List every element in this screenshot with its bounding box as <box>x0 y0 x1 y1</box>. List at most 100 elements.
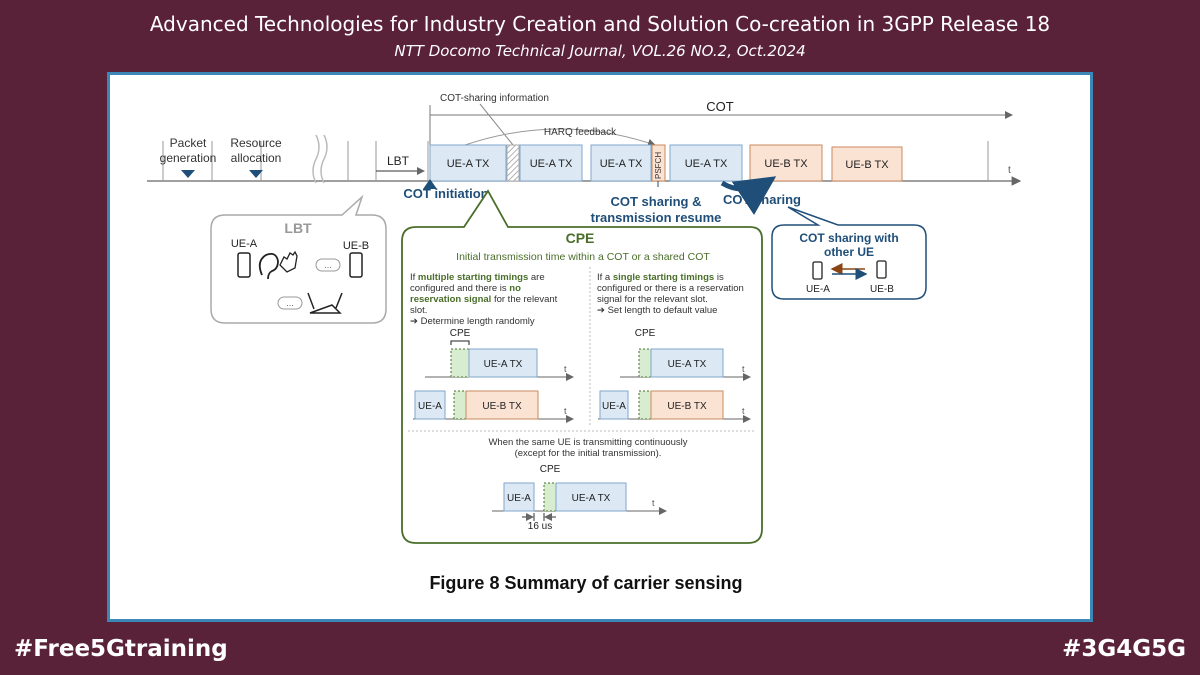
cpe-label-left: CPE <box>450 328 471 339</box>
cot-other-ue-b: UE-B <box>870 284 894 295</box>
cot-initiation-label: COT initiation <box>403 186 488 201</box>
svg-text:t: t <box>564 364 567 374</box>
packet-generation-marker <box>181 170 195 178</box>
svg-text:If multiple starting timings a: If multiple starting timings are <box>410 272 545 283</box>
ue-a-tx-block-2 <box>519 144 583 182</box>
lbt-ue-a-label: UE-A <box>231 238 258 250</box>
cpe-block-right-2 <box>638 390 652 420</box>
cpe-box: CPE Initial transmission time within a C… <box>401 189 763 544</box>
svg-text:CPE: CPE <box>540 464 561 475</box>
svg-text:t: t <box>652 498 655 508</box>
gap-label: 16 us <box>528 521 552 532</box>
ue-a-tx-label-2: UE-A TX <box>530 158 573 170</box>
svg-text:reservation signal for the rel: reservation signal for the relevant <box>410 294 558 305</box>
resource-allocation-label-1: Resource <box>230 136 282 150</box>
cot-sharing-label: COT sharing <box>723 192 801 207</box>
cot-other-title-1: COT sharing with <box>799 231 898 245</box>
break-mark-2 <box>320 134 328 184</box>
ue-a-tx-block-3 <box>590 144 652 182</box>
time-axis-t: t <box>1008 165 1011 176</box>
ue-b-tx-block-1 <box>749 144 823 182</box>
ue-a-tx-label-3: UE-A TX <box>600 158 643 170</box>
svg-text:UE-B TX: UE-B TX <box>482 401 522 412</box>
continuous-text-2: (except for the initial transmission). <box>515 448 662 459</box>
hashtag-free5gtraining: #Free5Gtraining <box>14 636 228 662</box>
figure-caption: Figure 8 Summary of carrier sensing <box>429 573 742 593</box>
svg-text:t: t <box>742 364 745 374</box>
svg-text:slot.: slot. <box>410 305 427 316</box>
lbt-bubble-title: LBT <box>284 220 312 236</box>
svg-text:If a single starting timings i: If a single starting timings is <box>597 272 724 283</box>
ear-icon <box>258 252 279 280</box>
packet-generation-label-1: Packet <box>170 136 207 150</box>
cpe-block-bottom <box>543 482 557 512</box>
resource-allocation-label-2: allocation <box>231 151 282 165</box>
svg-text:...: ... <box>324 260 332 270</box>
svg-text:➔ Set length to default value: ➔ Set length to default value <box>597 305 717 316</box>
svg-text:signal for the relevant slot.: signal for the relevant slot. <box>597 294 708 305</box>
svg-text:...: ... <box>286 298 294 308</box>
cot-other-ue-bubble: COT sharing with other UE UE-A UE-B <box>771 206 927 300</box>
svg-text:UE-B TX: UE-B TX <box>667 401 707 412</box>
lbt-label: LBT <box>387 154 410 168</box>
hatched-gap <box>506 144 520 182</box>
svg-text:t: t <box>564 406 567 416</box>
harq-feedback-label: HARQ feedback <box>544 127 617 138</box>
carrier-sensing-diagram: t Packet generation Resource allocation … <box>147 93 1022 593</box>
cpe-label-right: CPE <box>635 328 656 339</box>
speech-bubble-icon-2 <box>277 296 303 310</box>
ue-a-tx-block-4 <box>669 144 743 182</box>
cot-initiation-marker <box>423 179 437 189</box>
cot-sharing-resume-label-1: COT sharing & <box>610 194 701 209</box>
cpe-block-left-2 <box>453 390 467 420</box>
svg-text:UE-A: UE-A <box>602 401 626 412</box>
hand-icon <box>279 250 298 273</box>
svg-text:configured and there is no: configured and there is no <box>410 283 521 294</box>
ue-b-tx-block-2 <box>831 146 903 182</box>
timeline: t Packet generation Resource allocation … <box>147 93 1022 225</box>
phone-icon-a <box>812 261 823 280</box>
ue-a-tx-label-4: UE-A TX <box>685 158 728 170</box>
lbt-ue-b-label: UE-B <box>343 240 369 252</box>
svg-text:t: t <box>742 406 745 416</box>
continuous-text-1: When the same UE is transmitting continu… <box>488 437 687 448</box>
cpe-block-right-1 <box>638 348 652 378</box>
figure-frame: t Packet generation Resource allocation … <box>107 72 1093 622</box>
svg-text:UE-A: UE-A <box>507 493 531 504</box>
page-subtitle: NTT Docomo Technical Journal, VOL.26 NO.… <box>394 42 806 60</box>
cot-sharing-resume-label-2: transmission resume <box>591 210 722 225</box>
cot-other-title-2: other UE <box>824 245 874 259</box>
cot-sharing-info-pointer <box>479 103 514 146</box>
ue-a-tx-block-1 <box>429 144 507 182</box>
svg-text:UE-A TX: UE-A TX <box>668 359 707 370</box>
ue-b-tx-label-2: UE-B TX <box>845 159 889 171</box>
svg-text:UE-A TX: UE-A TX <box>484 359 523 370</box>
phone-ue-a-icon <box>237 252 251 278</box>
cpe-block-left-1 <box>450 348 470 378</box>
svg-text:configured or there is a reser: configured or there is a reservation <box>597 283 744 294</box>
ue-b-tx-label-1: UE-B TX <box>764 158 808 170</box>
cot-sharing-arrow <box>720 176 777 216</box>
phone-icon-b <box>876 260 887 279</box>
speech-bubble-icon <box>315 258 341 272</box>
packet-generation-label-2: generation <box>160 151 217 165</box>
cot-sharing-info-label: COT-sharing information <box>440 93 549 104</box>
cpe-title: CPE <box>566 230 595 246</box>
cpe-bracket-left <box>450 340 470 345</box>
cot-other-ue-a: UE-A <box>806 284 830 295</box>
phone-ue-b-icon <box>349 252 363 278</box>
svg-text:➔ Determine length randomly: ➔ Determine length randomly <box>410 316 535 327</box>
slot-ticks <box>162 141 989 181</box>
cot-label: COT <box>706 99 734 114</box>
svg-text:UE-A TX: UE-A TX <box>572 493 611 504</box>
svg-text:UE-A: UE-A <box>418 401 442 412</box>
cpe-subtitle: Initial transmission time within a COT o… <box>456 251 710 263</box>
psfch-label: PSFCH <box>654 152 663 179</box>
hashtag-3g4g5g: #3G4G5G <box>1062 636 1186 662</box>
router-icon <box>309 304 342 314</box>
ue-a-tx-label-1: UE-A TX <box>447 158 490 170</box>
lbt-bubble: LBT UE-A UE-B ... ... <box>210 194 387 324</box>
break-mark-1 <box>312 134 320 184</box>
harq-arc <box>464 128 656 147</box>
page-title: Advanced Technologies for Industry Creat… <box>149 12 1051 36</box>
